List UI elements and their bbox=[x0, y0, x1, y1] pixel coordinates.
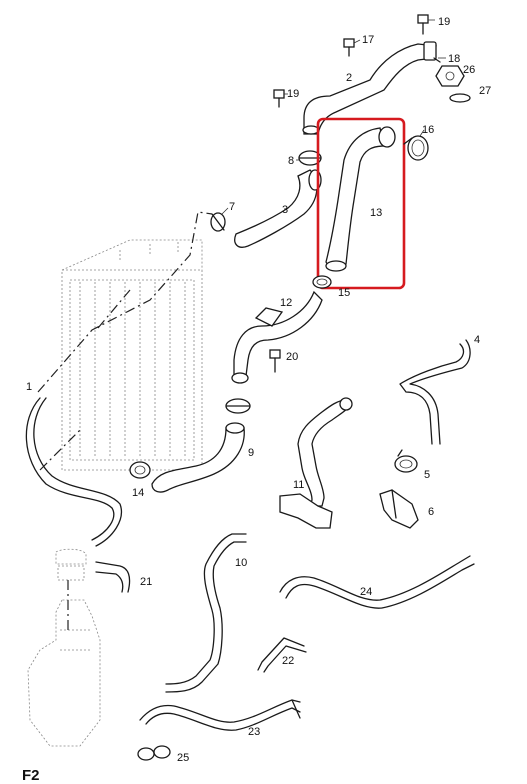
callout-18: 18 bbox=[448, 53, 460, 65]
callout-17: 17 bbox=[362, 34, 374, 46]
bracket-part-6 bbox=[379, 489, 419, 529]
callout-19-left: 19 bbox=[287, 88, 299, 100]
callout-14: 14 bbox=[132, 487, 144, 499]
bolt-part-20 bbox=[269, 349, 281, 373]
assembly-leader-lines bbox=[37, 211, 213, 471]
callout-5: 5 bbox=[424, 469, 430, 481]
seal-part-27 bbox=[449, 93, 471, 103]
callout-leaders bbox=[221, 19, 446, 215]
radiator-outline bbox=[61, 239, 203, 471]
part-18 bbox=[433, 57, 441, 63]
callout-26: 26 bbox=[463, 64, 475, 76]
callout-2: 2 bbox=[346, 72, 352, 84]
clamp-part-15 bbox=[312, 275, 332, 289]
callout-27: 27 bbox=[479, 85, 491, 97]
callout-10: 10 bbox=[235, 557, 247, 569]
callout-21: 21 bbox=[140, 576, 152, 588]
figure-label: F2 bbox=[22, 767, 40, 784]
callout-4: 4 bbox=[474, 334, 480, 346]
hose-part-11 bbox=[279, 397, 353, 529]
pipe-part-24 bbox=[279, 555, 475, 609]
callout-12: 12 bbox=[280, 297, 292, 309]
pipe-part-22 bbox=[257, 637, 307, 673]
clamp-part-16 bbox=[403, 135, 429, 161]
hose-part-1 bbox=[25, 397, 122, 547]
callout-24: 24 bbox=[360, 586, 372, 598]
bolt-part-19-top bbox=[417, 14, 429, 35]
callout-11: 11 bbox=[293, 479, 304, 491]
callout-23: 23 bbox=[248, 726, 260, 738]
expansion-tank-outline bbox=[27, 548, 101, 747]
hose-part-3 bbox=[234, 169, 322, 248]
hose-part-21 bbox=[95, 561, 131, 593]
callout-3: 3 bbox=[282, 204, 288, 216]
hose-part-12 bbox=[231, 290, 323, 384]
housing-part-26 bbox=[435, 65, 465, 87]
callout-25: 25 bbox=[177, 752, 189, 764]
hose-part-2 bbox=[302, 41, 437, 135]
callout-22: 22 bbox=[282, 655, 294, 667]
callout-8: 8 bbox=[288, 155, 294, 167]
clamp-part-14 bbox=[129, 461, 151, 479]
callout-7: 7 bbox=[229, 201, 235, 213]
clamp-part-9-top bbox=[225, 398, 251, 414]
clamp-part-7 bbox=[210, 212, 226, 232]
callout-20: 20 bbox=[286, 351, 298, 363]
callout-6: 6 bbox=[428, 506, 434, 518]
hose-part-13 bbox=[325, 126, 396, 272]
clamp-part-25 bbox=[137, 745, 171, 761]
clamp-part-5 bbox=[394, 449, 418, 473]
callout-16: 16 bbox=[422, 124, 434, 136]
callout-19-top: 19 bbox=[438, 16, 450, 28]
callout-1: 1 bbox=[26, 381, 32, 393]
pipe-part-23 bbox=[139, 699, 301, 731]
callout-15: 15 bbox=[338, 287, 350, 299]
clamp-part-8 bbox=[298, 150, 322, 166]
bolt-part-19-left bbox=[273, 89, 285, 108]
callout-13: 13 bbox=[370, 207, 382, 219]
pipe-part-4 bbox=[399, 339, 471, 445]
highlight-box-part-13 bbox=[316, 117, 406, 290]
hose-part-9 bbox=[151, 422, 245, 493]
pipe-part-10 bbox=[165, 533, 247, 693]
callout-labels: 19 17 18 26 2 27 19 16 8 7 3 13 15 12 4 … bbox=[26, 16, 491, 764]
bolt-part-17 bbox=[343, 38, 355, 57]
callout-9: 9 bbox=[248, 447, 254, 459]
